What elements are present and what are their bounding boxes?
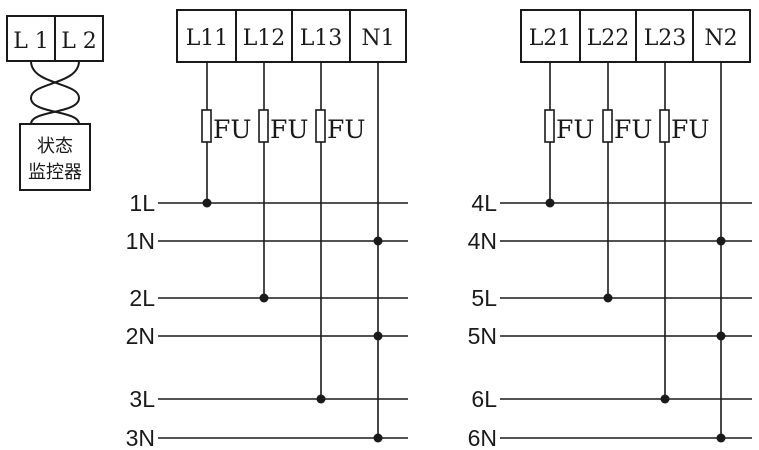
group1: L11 L12 L13 N1 FU FU FU 1L 1N 2L 2N 3L 3… — [126, 9, 408, 450]
terminal-n1: N1 — [361, 26, 394, 51]
monitor-terminal-l2: L 2 — [61, 29, 97, 54]
terminal-l11: L11 — [186, 26, 229, 51]
monitor-label-line2: 监控器 — [28, 162, 82, 182]
rail-label-2l: 2L — [129, 285, 155, 311]
rail-label-3l: 3L — [129, 386, 155, 412]
rail-label-1l: 1L — [129, 190, 155, 216]
fuse-symbol — [201, 109, 212, 143]
rail-label-6n: 6N — [468, 425, 497, 450]
monitor-terminal-l1: L 1 — [13, 29, 49, 54]
junction-dot — [545, 198, 555, 208]
fuse-label: FU — [614, 115, 652, 144]
fuse-symbol — [602, 109, 613, 143]
terminal-n2: N2 — [704, 26, 737, 51]
rail-label-5n: 5N — [468, 323, 497, 349]
group2: L21 L22 L23 N2 FU FU FU 4L 4N 5L 5N 6L 6… — [468, 9, 752, 450]
junction-dot — [660, 394, 670, 404]
fuse-label: FU — [270, 115, 308, 144]
rail-label-5l: 5L — [471, 285, 497, 311]
junction-dot — [373, 433, 383, 443]
terminal-l12: L12 — [243, 26, 286, 51]
twisted-wire-b — [29, 60, 80, 125]
rail-label-2n: 2N — [126, 323, 155, 349]
fuse-symbol — [544, 109, 555, 143]
fuse-label: FU — [671, 115, 709, 144]
junction-dot — [716, 236, 726, 246]
fuse-symbol — [258, 109, 269, 143]
rail-label-3n: 3N — [126, 425, 155, 450]
junction-dot — [603, 293, 613, 303]
fuse-label: FU — [327, 115, 365, 144]
junction-dot — [373, 331, 383, 341]
twisted-wire-a — [30, 60, 81, 125]
fuse-symbol — [315, 109, 326, 143]
terminal-l13: L13 — [300, 26, 343, 51]
junction-dot — [202, 198, 212, 208]
terminal-l23: L23 — [644, 26, 687, 51]
monitor-box — [19, 123, 91, 191]
rail-label-6l: 6L — [471, 386, 497, 412]
junction-dot — [716, 331, 726, 341]
monitor-label-line1: 状态 — [37, 136, 73, 156]
fuse-label: FU — [556, 115, 594, 144]
rail-label-4n: 4N — [468, 228, 497, 254]
state-monitor: L 1 L 2 状态 监控器 — [6, 15, 104, 191]
fuse-label: FU — [213, 115, 251, 144]
junction-dot — [373, 236, 383, 246]
rail-label-4l: 4L — [471, 190, 497, 216]
junction-dot — [259, 293, 269, 303]
junction-dot — [716, 433, 726, 443]
terminal-l22: L22 — [587, 26, 630, 51]
rail-label-1n: 1N — [126, 228, 155, 254]
fuse-symbol — [659, 109, 670, 143]
terminal-l21: L21 — [529, 26, 572, 51]
junction-dot — [316, 394, 326, 404]
